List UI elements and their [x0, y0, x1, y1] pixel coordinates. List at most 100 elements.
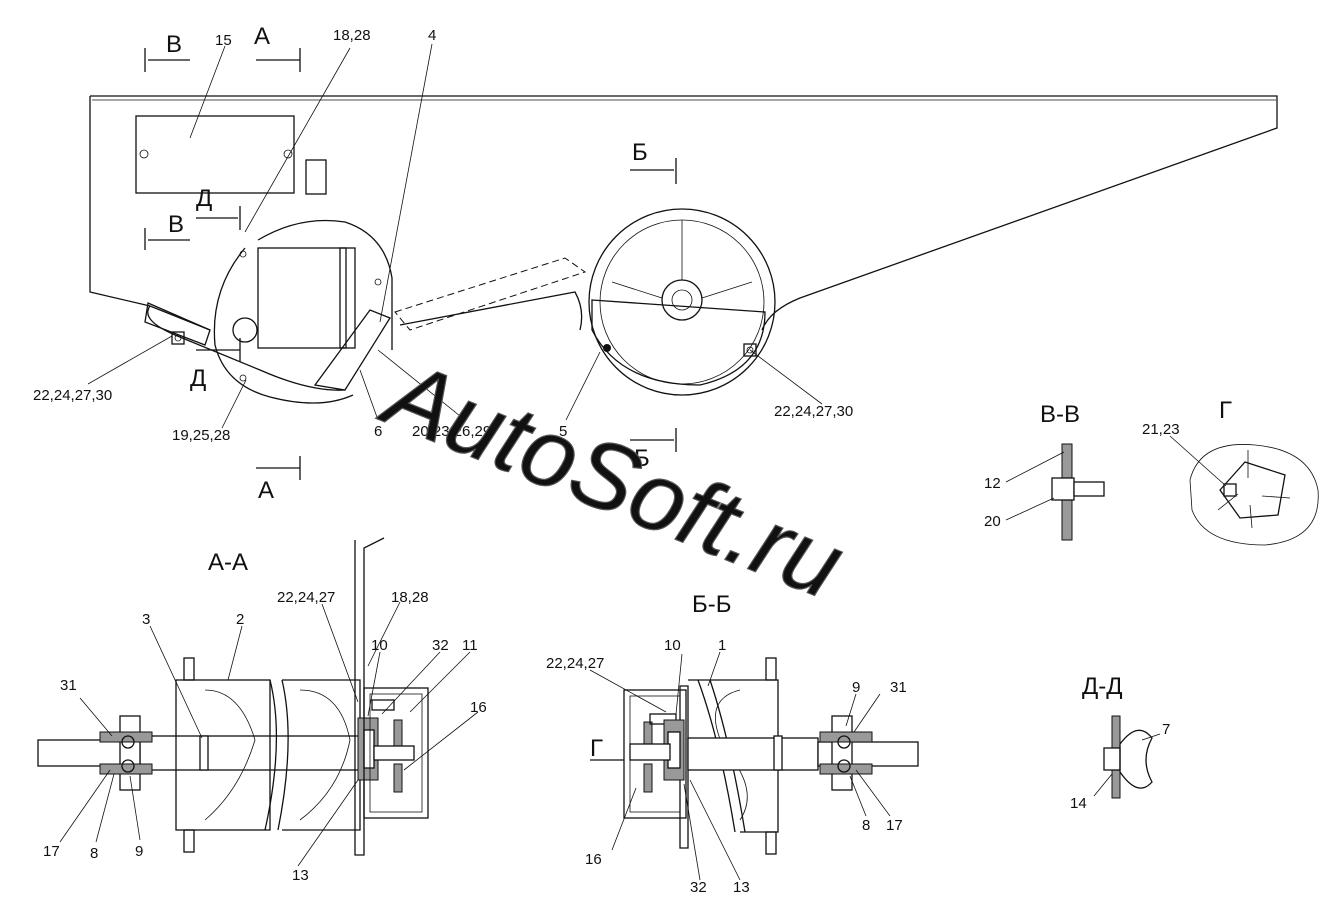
aa-callout-10: 10 [371, 637, 388, 654]
aa-sprocket [99, 715, 153, 791]
marker-d-left: Д [190, 365, 206, 392]
aa-bottom-tab [183, 829, 195, 853]
marker-b-bottom-line [630, 428, 677, 452]
bb-bottom-tab [765, 831, 777, 855]
bb-shaft [687, 737, 819, 771]
left-drum-arc [213, 247, 354, 404]
bb-callout-17: 17 [886, 817, 903, 834]
aa-cover [363, 687, 429, 819]
marker-v-mid: В [168, 211, 184, 238]
right-drum-hub [661, 279, 703, 321]
section-aa: А-А 3 2 [37, 537, 487, 884]
marker-b-top: Б [632, 139, 648, 166]
bb-small-plate [649, 713, 677, 725]
bb-callout-13: 13 [733, 879, 750, 896]
bb-g-label: Г [590, 735, 603, 762]
marker-v-top: В [166, 31, 182, 58]
small-plate [305, 159, 327, 195]
marker-a-bottom-line [256, 456, 301, 480]
aa-callout-32: 32 [432, 637, 449, 654]
g-callout-21: 21,23 [1142, 421, 1180, 438]
right-bolt-left [603, 344, 611, 352]
bb-callout-31: 31 [890, 679, 907, 696]
plate-screw-right [283, 149, 293, 159]
callout-5: 5 [559, 423, 567, 440]
connecting-arm [394, 257, 587, 331]
right-drum-hub-core [671, 289, 693, 311]
aa-bushing [199, 735, 209, 771]
g-leader [1169, 435, 1227, 487]
title-bb: Б-Б [692, 591, 732, 618]
bb-callout-9: 9 [852, 679, 860, 696]
aa-gear-upper [393, 719, 403, 749]
right-drum-spokes [611, 220, 753, 299]
bb-shaft-left [629, 743, 671, 761]
right-drum-cover [591, 299, 766, 386]
aa-gear-lower [393, 763, 403, 793]
callout-15: 15 [215, 32, 232, 49]
aa-break [264, 679, 289, 831]
aa-callout-22: 22,24,27 [277, 589, 335, 606]
aa-shaft-mid [139, 735, 361, 771]
bb-callout-1: 1 [718, 637, 726, 654]
housing-outline [89, 95, 1278, 331]
aa-wall [354, 537, 385, 856]
bb-leaders [589, 651, 891, 881]
marker-a-bottom: А [258, 477, 274, 504]
marker-v-mid-line [144, 228, 190, 250]
aa-callout-18: 18,28 [391, 589, 429, 606]
aa-top-tab [183, 657, 195, 681]
aa-callout-16: 16 [470, 699, 487, 716]
bb-callout-8: 8 [862, 817, 870, 834]
dd-clip [1119, 729, 1153, 789]
bb-top-tab [765, 657, 777, 681]
aa-cover-inner [369, 693, 423, 813]
title-vv: В-В [1040, 401, 1080, 428]
aa-callout-31: 31 [60, 677, 77, 694]
g-nut [1223, 483, 1237, 497]
marker-a-top-line [256, 48, 301, 72]
left-drum-hole-a [239, 250, 247, 258]
callout-18-28-top: 18,28 [333, 27, 371, 44]
vv-callout-20: 20 [984, 513, 1001, 530]
aa-bearing-core [363, 729, 375, 769]
callout-19: 19,25,28 [172, 427, 230, 444]
aa-small-plate [371, 699, 395, 711]
left-drum-window [257, 247, 347, 349]
marker-b-bottom: Б [634, 445, 650, 472]
section-dd: Д-Д 7 14 [1070, 673, 1170, 812]
bb-callout-16: 16 [585, 851, 602, 868]
left-drum-hole-c [239, 374, 247, 382]
bb-gear-lower [643, 763, 653, 793]
leader-lines-main [87, 43, 823, 429]
dd-callout-14: 14 [1070, 795, 1087, 812]
aa-callout-2: 2 [236, 611, 244, 628]
g-outline [1189, 444, 1319, 546]
title-dd: Д-Д [1082, 673, 1123, 700]
vv-nut [1051, 477, 1075, 501]
callout-22-left: 22,24,27,30 [33, 387, 112, 404]
aa-callout-8: 8 [90, 845, 98, 862]
left-drum-hole-b [374, 278, 382, 286]
plate-screw-left [139, 149, 149, 159]
view-g: Г 21,23 [1142, 397, 1319, 546]
right-bolt-right [743, 343, 757, 357]
bb-bushing [773, 735, 783, 771]
marker-b-top-line [630, 158, 677, 184]
callout-22-right: 22,24,27,30 [774, 403, 853, 420]
vv-leaders [1005, 451, 1065, 521]
dd-nut [1103, 747, 1121, 771]
aa-leaders [59, 601, 479, 867]
callout-6: 6 [374, 423, 382, 440]
bb-callout-10: 10 [664, 637, 681, 654]
aa-callout-13: 13 [292, 867, 309, 884]
left-drum-housing [257, 219, 393, 350]
marker-d-left-line [196, 338, 241, 362]
dd-leaders [1093, 733, 1161, 797]
bb-cover [623, 689, 687, 819]
bb-callout-32: 32 [690, 879, 707, 896]
title-g: Г [1219, 397, 1232, 424]
watermark: AutoSoft.ru [367, 338, 857, 619]
bb-callout-22: 22,24,27 [546, 655, 604, 672]
